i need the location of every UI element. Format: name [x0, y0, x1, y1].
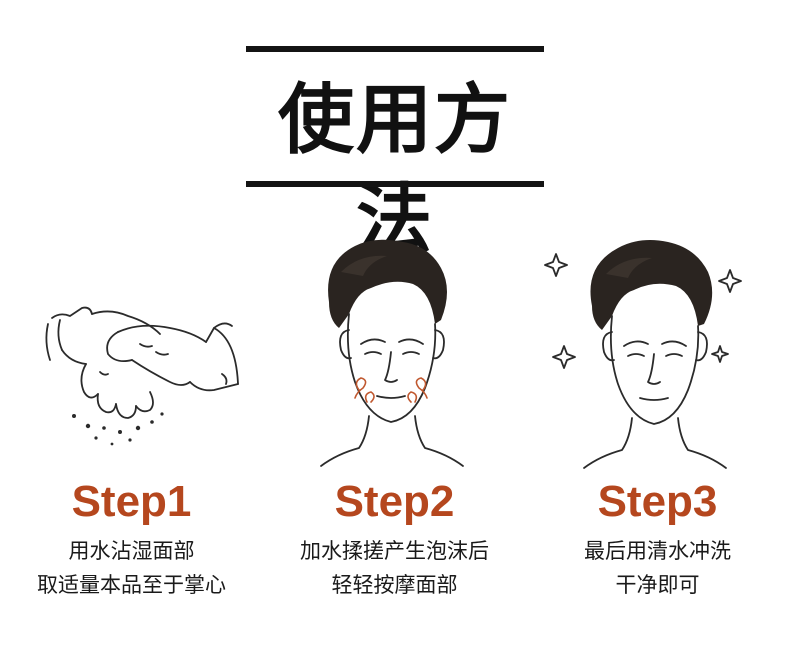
title-top-rule: [246, 46, 544, 52]
step-3: Step3 最后用清水冲洗 干净即可: [526, 0, 789, 667]
step-3-line-1: 最后用清水冲洗: [584, 539, 731, 563]
man-massaging-face-icon: [263, 232, 526, 472]
step-3-label: Step3: [597, 477, 718, 526]
step-1-line-2: 取适量本品至于掌心: [37, 573, 226, 597]
step-3-line-2: 干净即可: [615, 573, 700, 597]
title-bottom-rule: [246, 181, 544, 187]
hands-washing-icon: [0, 232, 263, 472]
man-clean-face-sparkle-icon: [526, 232, 789, 472]
step-1-line-1: 用水沾湿面部: [68, 539, 195, 563]
step-1-label: Step1: [71, 477, 192, 526]
step-1: Step1 用水沾湿面部 取适量本品至于掌心: [0, 0, 263, 667]
step-2: Step2 加水揉搓产生泡沫后 轻轻按摩面部: [263, 0, 526, 667]
step-2-line-1: 加水揉搓产生泡沫后: [300, 539, 489, 563]
step-2-line-2: 轻轻按摩面部: [331, 573, 458, 597]
step-2-label: Step2: [334, 477, 455, 526]
